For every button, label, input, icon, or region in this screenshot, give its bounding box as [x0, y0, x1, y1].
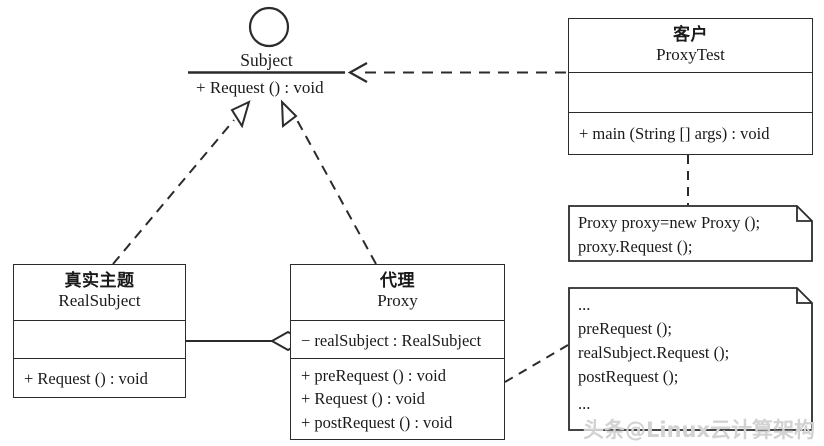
client-note-fold-icon	[796, 206, 812, 222]
class-operations-proxytest: + main (String [] args) : void	[569, 113, 812, 153]
proxy-note-line-4: postRequest ();	[578, 367, 679, 386]
client-note-line-1: Proxy proxy=new Proxy ();	[578, 213, 761, 232]
proxy-note-line-1: ...	[578, 295, 591, 314]
class-operations-realsubject: + Request () : void	[14, 359, 185, 397]
interface-name-subject: Subject	[240, 50, 293, 70]
class-header-proxytest: 客户 ProxyTest	[569, 19, 812, 73]
client-note-line-2: proxy.Request ();	[578, 237, 693, 256]
realization-line-proxy	[296, 119, 377, 265]
class-cn-name-proxy: 代理	[380, 271, 415, 290]
note-anchor-line-proxy	[504, 344, 569, 383]
realization-line-realsubject	[112, 119, 235, 265]
operation-main: + main (String [] args) : void	[579, 124, 770, 143]
class-header-proxy: 代理 Proxy	[291, 265, 504, 321]
interface-circle-icon	[248, 6, 290, 48]
class-cn-name-proxytest: 客户	[673, 25, 708, 44]
class-attributes-realsubject	[14, 321, 185, 359]
dependency-open-arrowhead-icon	[347, 62, 368, 83]
operation-request-realsubject: + Request () : void	[24, 369, 148, 388]
proxy-note-line-5: ...	[578, 394, 591, 413]
interface-operation-request: + Request () : void	[196, 78, 324, 97]
class-header-realsubject: 真实主题 RealSubject	[14, 265, 185, 321]
class-en-name-proxytest: ProxyTest	[656, 45, 725, 65]
attribute-realsubject: − realSubject : RealSubject	[301, 331, 482, 350]
realization-hollow-triangle-icon-realsubject	[230, 100, 251, 129]
class-en-name-realsubject: RealSubject	[58, 291, 141, 311]
class-box-realsubject[interactable]: 真实主题 RealSubject + Request () : void	[13, 264, 186, 398]
operation-prerequest: + preRequest () : void	[301, 366, 446, 385]
class-box-proxytest[interactable]: 客户 ProxyTest + main (String [] args) : v…	[568, 18, 813, 155]
class-en-name-proxy: Proxy	[377, 291, 418, 311]
class-operations-proxy: + preRequest () : void + Request () : vo…	[291, 359, 504, 439]
operation-request-proxy: + Request () : void	[301, 389, 425, 409]
watermark: 头条@Linux云计算架构	[583, 418, 816, 442]
class-cn-name-realsubject: 真实主题	[64, 271, 135, 290]
class-attributes-proxy: − realSubject : RealSubject	[291, 321, 504, 359]
proxy-note-line-3: realSubject.Request ();	[578, 343, 730, 362]
proxy-note-fold-icon	[796, 288, 812, 304]
class-box-proxy[interactable]: 代理 Proxy − realSubject : RealSubject + p…	[290, 264, 505, 440]
class-attributes-proxytest	[569, 73, 812, 113]
realization-hollow-triangle-icon-proxy	[280, 99, 298, 128]
operation-postrequest: + postRequest () : void	[301, 412, 453, 432]
proxy-note-line-2: preRequest ();	[578, 319, 672, 338]
